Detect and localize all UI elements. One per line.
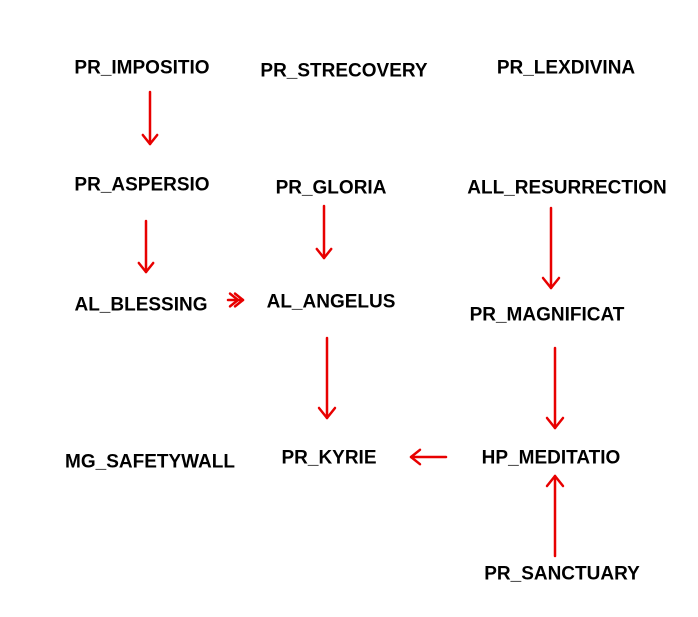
node-all-resurrection: ALL_RESURRECTION	[467, 177, 667, 199]
node-hp-meditatio: HP_MEDITATIO	[481, 447, 621, 469]
node-al-blessing: AL_BLESSING	[74, 294, 208, 316]
arrow-hp-meditatio-to-pr-kyrie-head	[409, 448, 422, 466]
arrow-pr-gloria-to-al-angelus-head	[315, 247, 333, 260]
node-pr-aspersio: PR_ASPERSIO	[74, 174, 210, 196]
arrow-pr-sanctuary-to-hp-meditatio-head	[545, 474, 565, 488]
node-pr-strecovery: PR_STRECOVERY	[260, 60, 428, 82]
arrow-pr-impositio-to-pr-aspersio-head	[141, 133, 159, 146]
node-pr-gloria: PR_GLORIA	[275, 177, 387, 199]
arrow-all-resurrection-to-pr-magnificat-head	[541, 276, 561, 290]
arrow-al-angelus-to-pr-kyrie-head	[317, 406, 337, 420]
node-mg-safetywall: MG_SAFETYWALL	[65, 451, 235, 473]
arrow-pr-aspersio-to-al-blessing-head	[137, 261, 155, 274]
node-pr-impositio: PR_IMPOSITIO	[74, 57, 210, 79]
node-al-angelus: AL_ANGELUS	[266, 291, 396, 313]
node-pr-sanctuary: PR_SANCTUARY	[484, 563, 640, 585]
node-pr-magnificat: PR_MAGNIFICAT	[469, 304, 625, 326]
arrow-pr-magnificat-to-hp-meditatio-head	[545, 416, 565, 430]
node-pr-lexdivina: PR_LEXDIVINA	[496, 57, 636, 79]
node-pr-kyrie: PR_KYRIE	[281, 447, 377, 469]
